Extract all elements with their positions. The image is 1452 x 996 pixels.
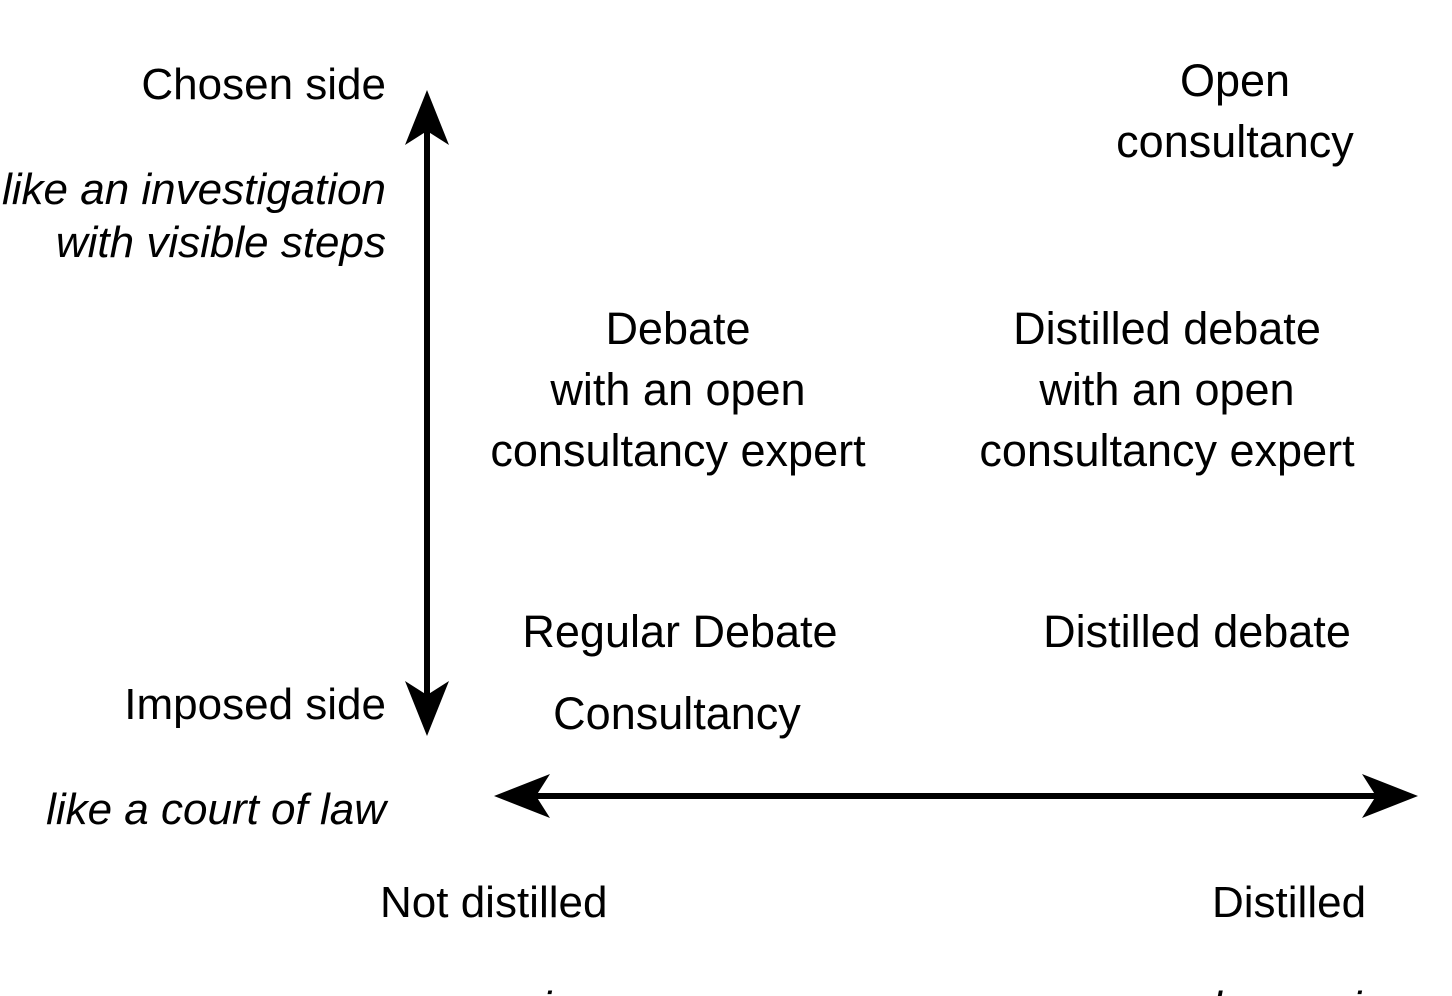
x-axis-left-title: Not distilled [380, 877, 608, 927]
item-distilled-debate-with-open-consultancy-expert: Distilled debate with an open consultanc… [979, 303, 1355, 477]
item-regular-debate: Regular Debate [522, 606, 838, 657]
y-axis-top-label: Chosen side like an investigation with v… [0, 6, 386, 323]
item-debate-with-open-consultancy-expert: Debate with an open consultancy expert [490, 303, 866, 477]
item-consultancy: Consultancy [553, 688, 801, 739]
x-axis-right-title: Distilled [1212, 877, 1367, 927]
item-open-consultancy: Open consultancy [1116, 55, 1354, 168]
y-axis-bottom-label: Imposed side like a court of law [0, 626, 386, 890]
y-axis-bottom-subtitle: like a court of law [46, 785, 386, 835]
y-axis-top-title: Chosen side [141, 59, 386, 109]
x-axis-left-label: Not distilled more noise more legible [380, 824, 900, 996]
y-axis-top-subtitle: like an investigation with visible steps [1, 165, 386, 268]
x-axis-right-label: Distilled less noise less legible [1212, 824, 1452, 996]
horizontal-axis-arrow [494, 774, 1418, 818]
item-distilled-debate: Distilled debate [1043, 606, 1351, 657]
y-axis-bottom-title: Imposed side [124, 679, 386, 729]
x-axis-right-subtitle: less noise less legible [1212, 982, 1452, 996]
vertical-axis-arrow [405, 90, 449, 736]
x-axis-left-subtitle: more noise more legible [380, 982, 900, 996]
